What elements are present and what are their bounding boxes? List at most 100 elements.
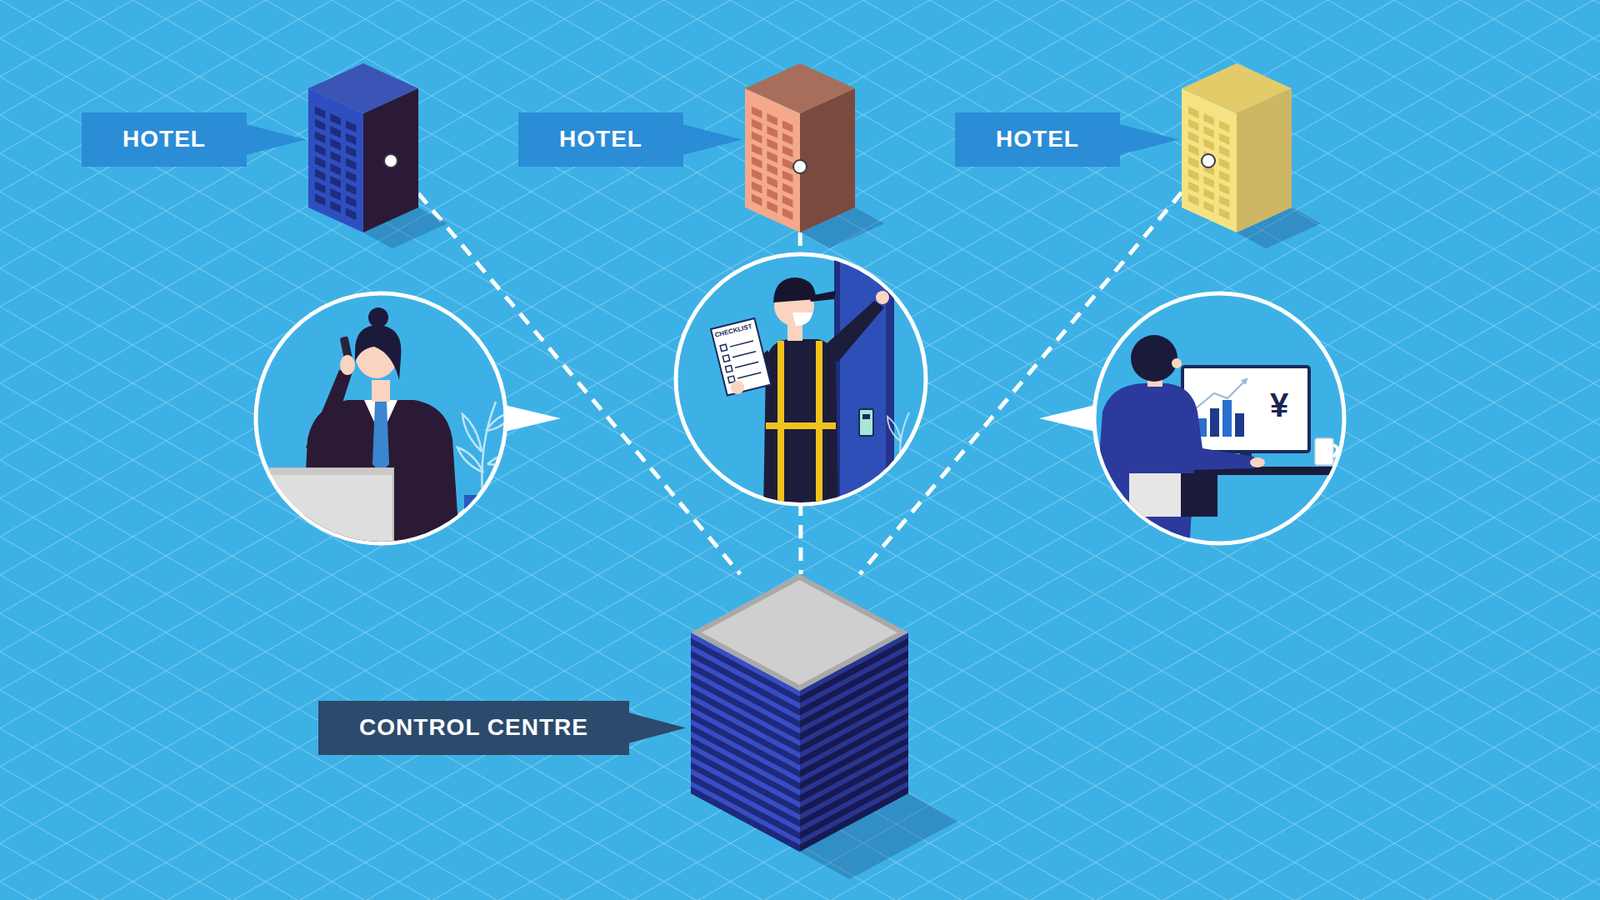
clipboard-part xyxy=(710,318,771,396)
window xyxy=(330,163,341,176)
analyst-figure-part xyxy=(1222,400,1232,437)
grid-line xyxy=(0,0,1600,384)
window xyxy=(1188,194,1200,207)
building-label: CONTROL CENTRE xyxy=(359,715,589,741)
grid-line xyxy=(0,230,1600,900)
analyst-figure-part xyxy=(1092,383,1255,552)
facade-stripe xyxy=(800,774,910,840)
analyst-figure-part xyxy=(1333,445,1338,457)
grid-line xyxy=(0,264,1600,900)
window xyxy=(751,169,763,182)
grid-line xyxy=(0,0,1600,269)
link-dot xyxy=(793,160,807,174)
window xyxy=(751,181,763,195)
window xyxy=(315,144,326,157)
building-face xyxy=(363,88,419,233)
tag-background xyxy=(318,700,686,755)
window xyxy=(1188,131,1200,145)
grid-line xyxy=(0,302,1600,900)
window xyxy=(315,181,326,195)
window xyxy=(330,138,341,151)
control-centre-building: CONTROL CENTRE xyxy=(690,574,909,852)
receptionist-figure xyxy=(264,307,519,552)
window xyxy=(766,125,778,139)
window xyxy=(315,106,326,120)
window xyxy=(1203,188,1215,201)
grid-line xyxy=(0,0,1600,614)
grid-line xyxy=(0,0,1600,235)
inspector-figure-part xyxy=(862,414,870,420)
window xyxy=(782,170,794,183)
tag-background xyxy=(518,112,743,167)
analyst-figure-part xyxy=(1171,358,1182,369)
inspector-figure-part xyxy=(885,245,895,513)
callout-tag: HOTEL xyxy=(955,112,1180,167)
grid-line xyxy=(0,72,1600,900)
grid-line xyxy=(0,0,1600,690)
window xyxy=(766,113,778,126)
clipboard-title: CHECKLIST xyxy=(714,323,753,340)
link-dot xyxy=(384,154,398,168)
window xyxy=(1219,145,1230,158)
hotel-building: HOTEL xyxy=(308,63,419,233)
receptionist-figure-part xyxy=(464,495,483,537)
clipboard-part xyxy=(720,344,727,351)
analyst-figure-part xyxy=(1195,378,1248,409)
analyst-figure-part xyxy=(1250,457,1265,468)
building-label: HOTEL xyxy=(995,126,1080,153)
window xyxy=(330,188,341,201)
window xyxy=(330,175,341,189)
window xyxy=(1219,170,1230,183)
window xyxy=(345,170,357,183)
receptionist-figure-part xyxy=(340,355,355,375)
grid-line xyxy=(0,0,1600,618)
window xyxy=(1188,144,1200,157)
building-shape xyxy=(690,574,909,852)
window xyxy=(1188,119,1200,132)
building-face xyxy=(1181,88,1237,233)
plant-part xyxy=(457,447,484,473)
analyst-figure-part xyxy=(1130,335,1178,382)
window xyxy=(345,195,357,208)
plant-part xyxy=(487,453,519,465)
clipboard-part xyxy=(722,355,730,362)
window xyxy=(315,119,326,132)
window xyxy=(315,156,326,170)
inspector-figure-part-part xyxy=(887,416,901,442)
facade-stripe xyxy=(690,774,800,840)
window xyxy=(766,200,778,214)
window xyxy=(345,132,357,145)
grid-line xyxy=(0,0,1600,503)
plant-part xyxy=(462,414,482,452)
grid-line xyxy=(0,0,1600,656)
building-shape xyxy=(308,63,419,233)
inspector-figure-part xyxy=(773,277,816,303)
window xyxy=(782,157,794,170)
window xyxy=(751,119,763,132)
plant-part xyxy=(485,411,515,431)
window xyxy=(751,194,763,207)
monitor xyxy=(1182,366,1310,452)
window xyxy=(315,131,326,145)
grid-line xyxy=(0,0,1600,499)
grid-line xyxy=(0,115,1600,900)
grid-line xyxy=(0,536,1600,900)
window xyxy=(345,182,357,195)
window xyxy=(782,195,794,208)
clipboard xyxy=(710,318,771,396)
window xyxy=(1188,106,1200,120)
connectors xyxy=(418,192,1182,575)
window xyxy=(330,200,341,214)
window xyxy=(782,182,794,195)
window xyxy=(766,138,778,151)
window xyxy=(1219,182,1230,195)
receptionist-figure-part xyxy=(371,380,390,402)
building-roof xyxy=(1181,63,1292,114)
inspector-figure-part xyxy=(875,290,890,305)
window xyxy=(782,132,794,145)
window xyxy=(751,144,763,157)
window xyxy=(330,113,341,126)
